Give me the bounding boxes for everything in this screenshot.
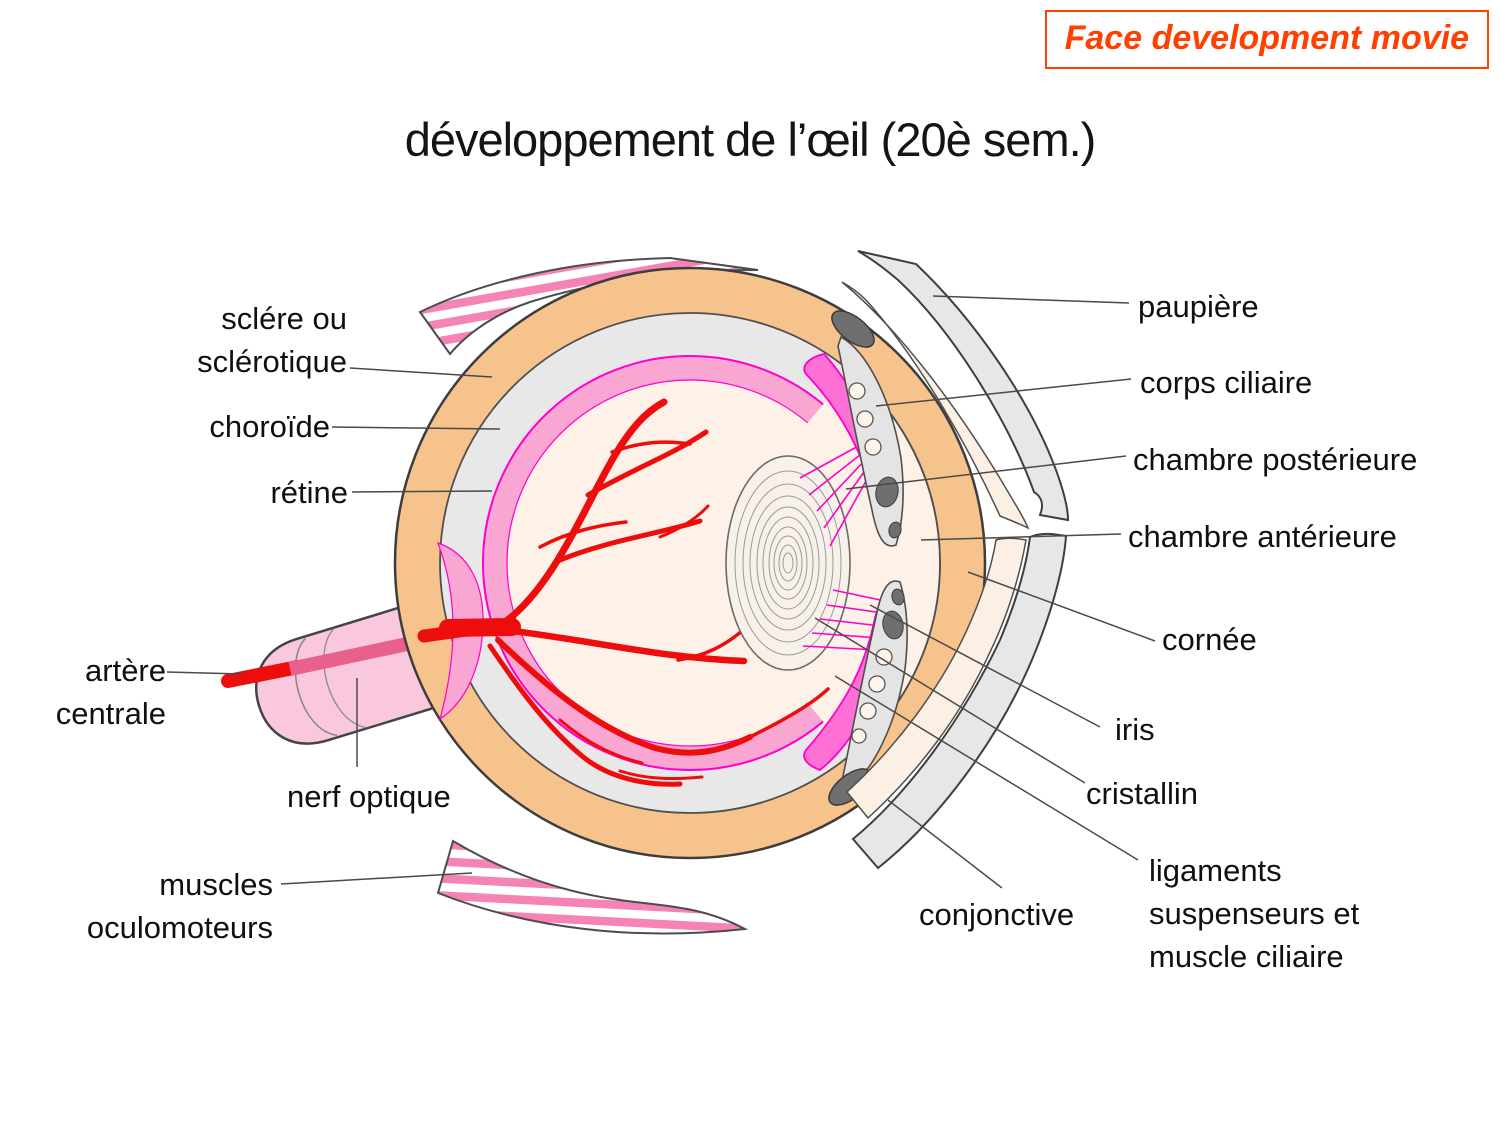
- face-development-movie-link[interactable]: Face development movie: [1044, 10, 1489, 69]
- leader-ciliary-body: [875, 378, 1132, 407]
- label-eyelid: paupière: [1138, 289, 1259, 324]
- central-artery-tip: [221, 660, 305, 688]
- leader-cornea: [967, 571, 1156, 642]
- label-ciliary-body: corps ciliaire: [1140, 365, 1313, 400]
- iris-shapes: [837, 335, 908, 792]
- label-optic-nerve: nerf optique: [287, 779, 451, 814]
- page-title: développement de l’œil (20è sem.): [404, 113, 1097, 166]
- zonule-fibers: [799, 443, 886, 651]
- leader-lens: [814, 617, 1086, 784]
- leader-retina: [351, 490, 493, 493]
- label-retina: rétine: [270, 475, 348, 510]
- leader-posterior-chamber: [845, 455, 1127, 490]
- label-suspensory-ligaments: ligaments suspenseurs et muscle ciliaire: [1149, 853, 1360, 974]
- leader-conjunctiva: [887, 799, 1003, 889]
- upper-eyelid: [857, 250, 1070, 522]
- leader-eyelid: [932, 295, 1130, 304]
- lens-shape: [725, 455, 851, 671]
- nerve-cap-line: [294, 637, 338, 737]
- lower-eyelid: [851, 532, 1068, 870]
- label-cornea: cornée: [1162, 622, 1257, 657]
- label-posterior-chamber: chambre postérieure: [1133, 442, 1418, 477]
- lower-conjunctival-sac: [845, 537, 1027, 820]
- muscle-bottom-shape: [436, 839, 749, 935]
- label-central-artery: artère centrale: [55, 653, 166, 731]
- muscle-insertion-top: [831, 310, 875, 348]
- leader-choroid: [331, 426, 501, 430]
- leader-iris: [869, 604, 1101, 728]
- retinal-vessels: [417, 398, 830, 787]
- label-iris: iris: [1115, 712, 1155, 747]
- leader-artery: [166, 671, 243, 675]
- leader-anterior-chamber: [920, 533, 1122, 541]
- label-oculomotor-muscles: muscles oculomoteurs: [86, 867, 273, 945]
- leader-lines: [166, 295, 1156, 889]
- leader-sclera: [349, 367, 493, 378]
- leader-muscles: [280, 872, 473, 885]
- label-lens: cristallin: [1086, 776, 1198, 811]
- label-conjunctiva: conjonctive: [919, 897, 1075, 932]
- eyeball: [393, 266, 987, 860]
- label-choroid: choroïde: [209, 409, 330, 444]
- label-anterior-chamber: chambre antérieure: [1128, 519, 1397, 554]
- nerve-cap-line2: [323, 628, 367, 729]
- leader-ligaments: [834, 675, 1139, 861]
- label-sclera: sclére ou sclérotique: [197, 301, 347, 379]
